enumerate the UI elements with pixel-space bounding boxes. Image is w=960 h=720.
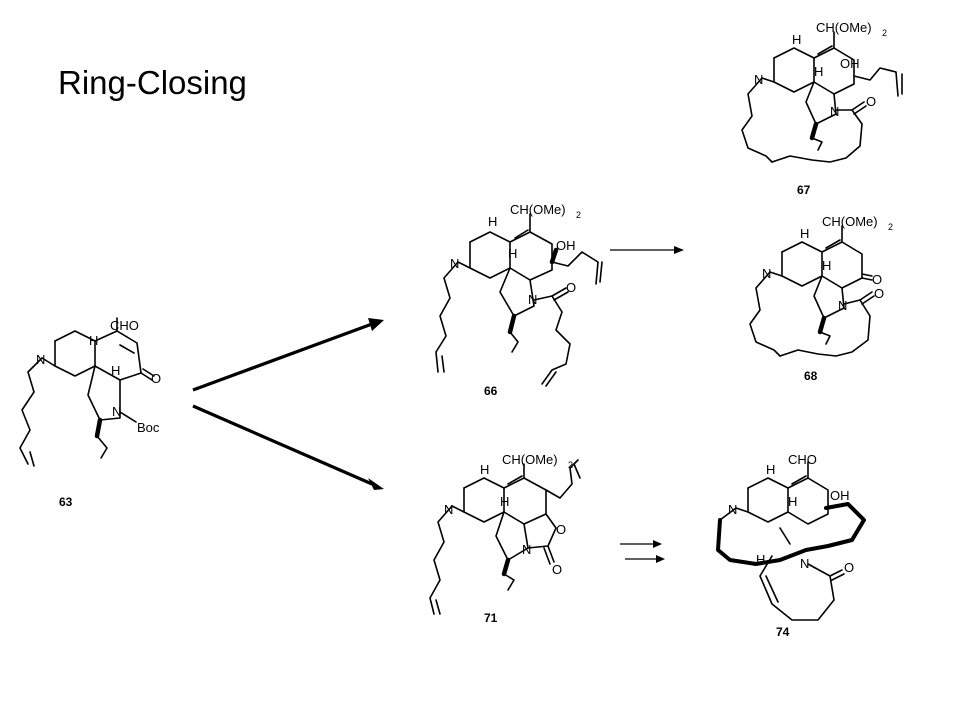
c67-oh-label: OH [840,56,860,71]
arrow-71-to-74-second [625,555,665,563]
c63-o-label: O [151,371,161,386]
c71-ch-label: CH(OMe) [502,452,558,467]
c63-boc-label: Boc [137,420,160,435]
c74-cho-label: CHO [788,452,817,467]
c66-o-label: O [566,280,576,295]
c68-number: 68 [804,369,818,383]
c67-o-label: O [866,94,876,109]
c71-h-top-label: H [480,462,489,477]
c74-h-low-label: H [756,552,765,567]
c68-h-mid-label: H [822,258,831,273]
c71-number: 71 [484,611,498,625]
c63-n-amide-label: N [112,404,121,419]
c71-sub2-label: 2 [568,460,573,470]
c66-ch-label: CH(OMe) [510,202,566,217]
c68-h-top-label: H [800,226,809,241]
c74-n-amide-label: N [800,556,809,571]
c67-h-mid-label: H [814,64,823,79]
c66-h-top-label: H [488,214,497,229]
c67-h-top-label: H [792,32,801,47]
c74-h-top-label: H [766,462,775,477]
c66-n-amide-label: N [528,292,537,307]
compound-66: CH(OMe) 2 OH N N O H H 66 [435,202,603,398]
c63-h-top-label: H [89,333,98,348]
c68-n-ring-label: N [762,266,771,281]
compound-67: CH(OMe) 2 OH N N O H H 67 [741,20,903,197]
c74-n-ring-label: N [728,502,737,517]
c66-sub2-label: 2 [576,210,581,220]
arrow-63-to-71 [192,404,384,490]
c74-oh-label: OH [830,488,850,503]
c68-o-ket-label: O [872,272,882,287]
c66-oh-label: OH [556,238,576,253]
c63-cho-label: CHO [110,318,139,333]
c63-h-mid-label: H [111,363,120,378]
c68-ch-label: CH(OMe) [822,214,878,229]
c66-number: 66 [484,384,498,398]
c68-o-label: O [874,286,884,301]
slide-title: Ring-Closing [58,64,247,101]
c71-n-ring-label: N [444,502,453,517]
c71-n-amide-label: N [522,542,531,557]
c68-n-amide-label: N [838,298,847,313]
c74-number: 74 [776,625,790,639]
c67-n-amide-label: N [830,104,839,119]
c67-sub2-label: 2 [882,28,887,38]
compound-74: CHO OH N N O H H H 74 [716,452,866,639]
c66-n-ring-label: N [450,256,459,271]
arrow-71-to-74-first [620,540,662,548]
c63-n-ring-label: N [36,352,45,367]
c67-number: 67 [797,183,811,197]
c67-ch-label: CH(OMe) [816,20,872,35]
c63-number: 63 [59,495,73,509]
arrow-66-to-68 [610,246,684,254]
c67-n-ring-label: N [754,72,763,87]
c66-h-mid-label: H [508,246,517,261]
compound-68: CH(OMe) 2 O N N O H H 68 [749,214,893,383]
c74-o-label: O [844,560,854,575]
compound-63: CHO O N N Boc H H 63 [19,317,161,509]
c74-h-mid-label: H [788,494,797,509]
compound-71: CH(OMe) 2 O O N N H H 71 [429,452,581,625]
arrow-63-to-66 [192,318,384,392]
c71-h-mid-label: H [500,494,509,509]
c71-o-carb-label: O [552,562,562,577]
c68-sub2-label: 2 [888,222,893,232]
c71-o-ring-label: O [556,522,566,537]
